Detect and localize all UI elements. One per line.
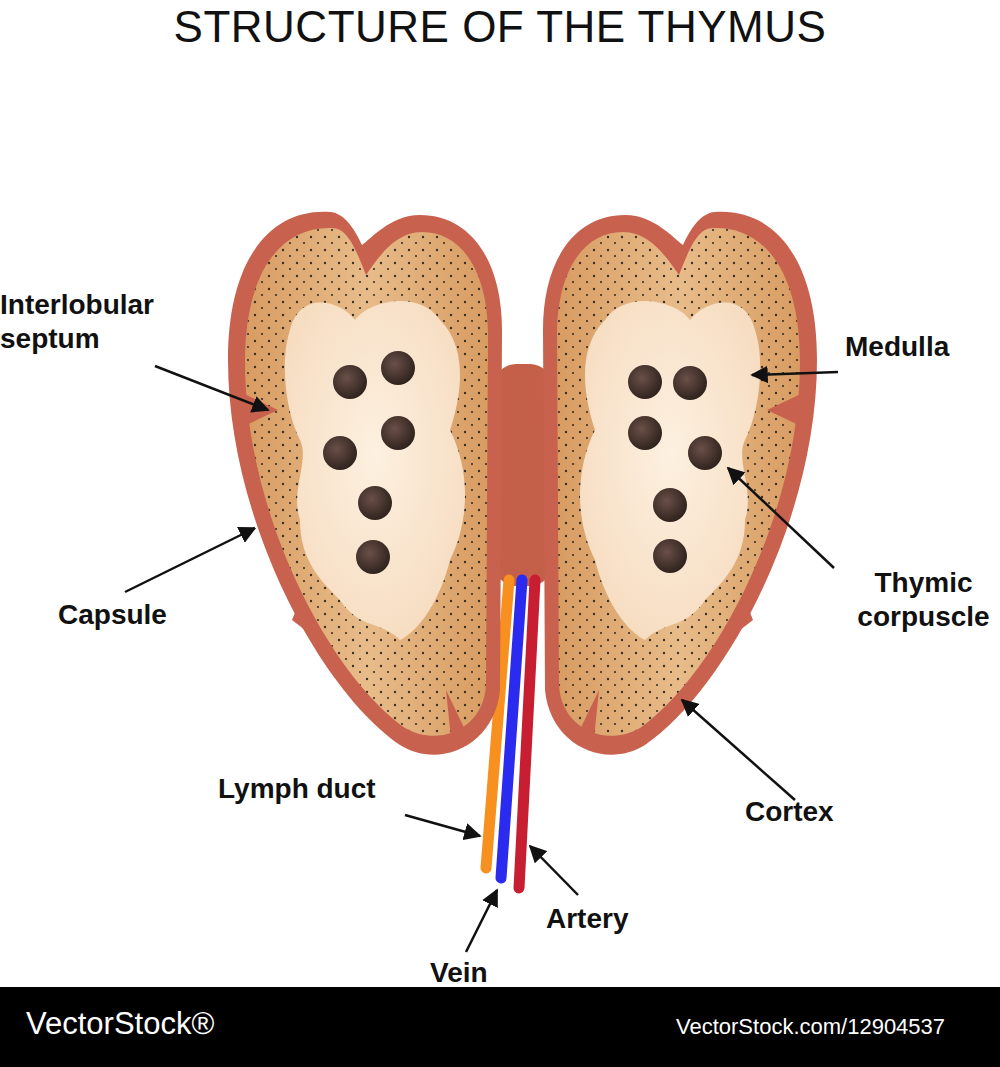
thymic-corpuscles [323,351,722,574]
part-label: Cortex [745,795,834,829]
part-label: Medulla [845,330,949,364]
part-label: Lymph duct [218,772,376,806]
watermark: VectorStock® [26,1006,214,1042]
part-label: Vein [430,956,488,990]
part-label: Artery [546,902,628,936]
part-label: Thymic corpuscle [836,566,1000,634]
leader-lines [125,366,838,952]
part-label: Capsule [58,598,167,632]
watermark: VectorStock.com/12904537 [676,1014,945,1040]
part-label: Interlobular septum [0,288,215,356]
isthmus [494,364,552,586]
thymus-lobe [220,200,520,760]
diagram-title: STRUCTURE OF THE THYMUS [0,2,1000,52]
